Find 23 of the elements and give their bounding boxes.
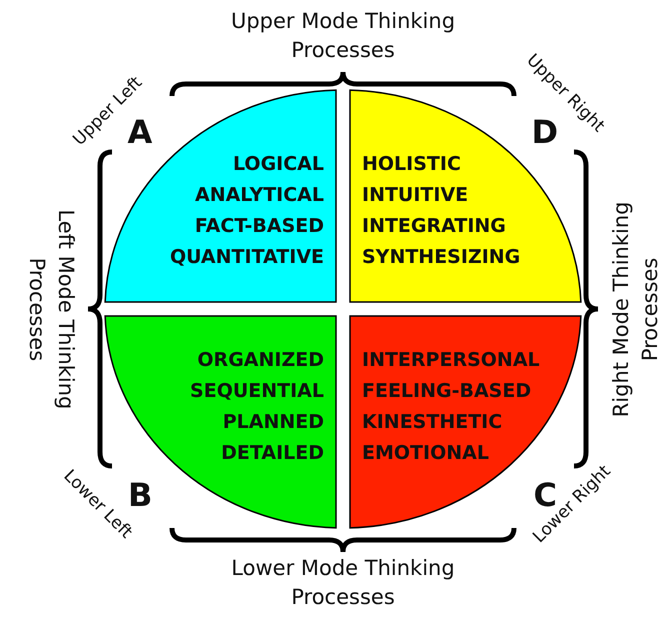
quadrant-letter: B: [128, 474, 152, 514]
trait-text: ANALYTICAL: [194, 183, 324, 208]
trait-text: INTUITIVE: [362, 183, 468, 208]
trait-text: FACT-BASED: [194, 214, 324, 239]
trait-text: SEQUENTIAL: [190, 379, 324, 404]
trait-text: LOGICAL: [232, 152, 324, 177]
trait-text: EMOTIONAL: [362, 441, 489, 466]
mode-label: Lower Mode Thinking Processes: [230, 554, 456, 611]
trait-text: INTERPERSONAL: [362, 348, 540, 373]
trait-text: INTEGRATING: [362, 214, 506, 239]
mode-label: Right Mode Thinking Processes: [608, 200, 663, 419]
trait-text: HOLISTIC: [362, 152, 461, 177]
trait-text: QUANTITATIVE: [170, 245, 324, 270]
quadrant-letter: D: [532, 112, 558, 152]
trait-text: ORGANIZED: [197, 348, 324, 373]
quadrant-letter: A: [128, 112, 152, 152]
trait-text: SYNTHESIZING: [362, 245, 520, 270]
trait-text: KINESTHETIC: [362, 410, 502, 435]
trait-text: FEELING-BASED: [362, 379, 532, 404]
trait-text: DETAILED: [221, 441, 324, 466]
mode-label: Left Mode Thinking Processes: [23, 208, 78, 411]
trait-text: PLANNED: [222, 410, 324, 435]
mode-label: Upper Mode Thinking Processes: [230, 8, 456, 64]
